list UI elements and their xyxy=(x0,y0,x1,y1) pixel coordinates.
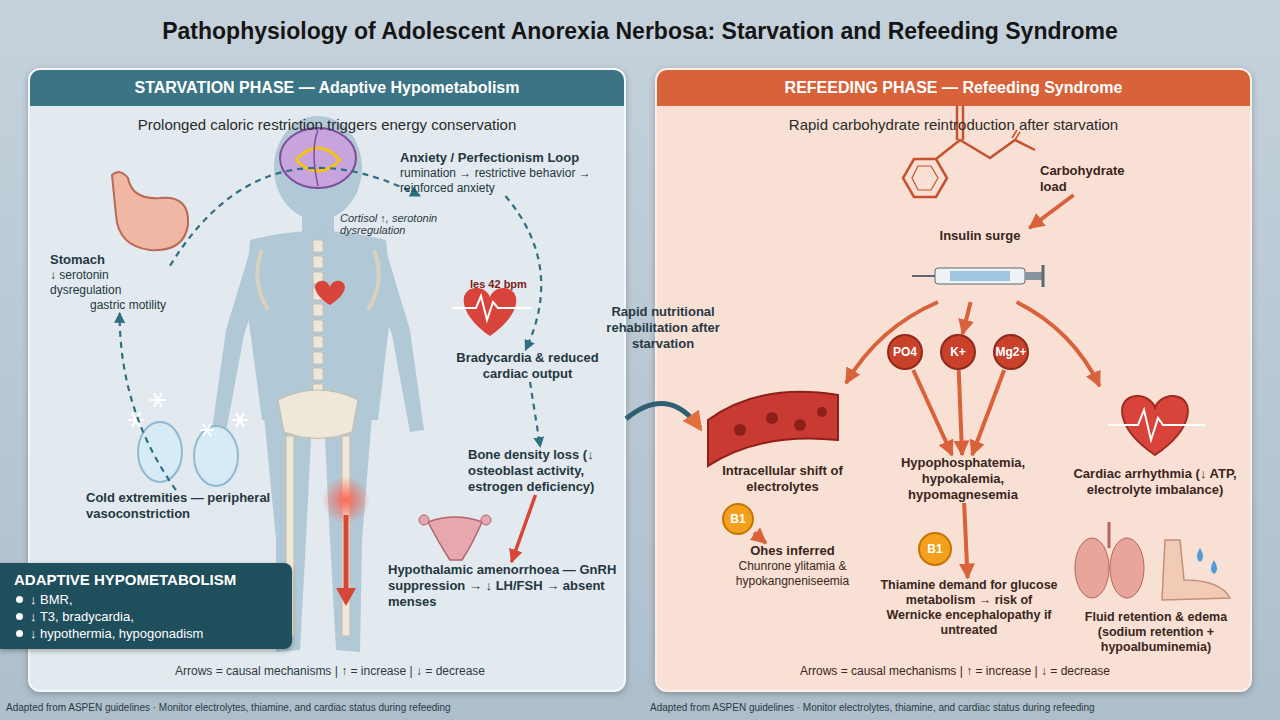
mechanism-label: Hypothalamic amenorrhoea — GnRH suppress… xyxy=(388,562,618,610)
organ-label: Stomach↓ serotonin dysregulationgastric … xyxy=(50,252,170,313)
node-text: Stomach xyxy=(50,252,170,268)
mechanism-label: Bone density loss (↓ osteoblast activity… xyxy=(468,447,620,495)
mechanism-label: Thiamine demand for glucose metabolism →… xyxy=(880,578,1058,638)
node-text: Anxiety / Perfectionism Loop xyxy=(400,150,605,166)
note-label: Adapted from ASPEN guidelines · Monitor … xyxy=(6,702,646,713)
mechanism-label: Cardiac arrhythmia (↓ ATP, electrolyte i… xyxy=(1060,386,1250,498)
summary-box: ADAPTIVE HYPOMETABOLISM ↓ BMR,↓ T3, brady… xyxy=(0,563,292,649)
node-text: Rapid carbohydrate reintroduction after … xyxy=(657,116,1250,133)
electrolyte-circle: PO4 xyxy=(887,334,923,370)
node-text: Fluid retention & edema (sodium retentio… xyxy=(1060,610,1252,655)
node-text: rumination → restrictive behavior → rein… xyxy=(400,166,605,196)
node-text: Carbohydrate load xyxy=(1040,163,1150,195)
mechanism-label: Anxiety / Perfectionism Looprumination →… xyxy=(400,150,605,196)
node-text: B1 xyxy=(927,542,942,556)
node-text: Hypothalamic amenorrhoea — GnRH suppress… xyxy=(388,562,618,610)
node-text: Mg2+ xyxy=(995,345,1026,359)
mechanism-label: Ohes inferredChunrone ylitamia & hypokan… xyxy=(700,543,885,589)
mechanism-label: Hypophosphatemia, hypokalemia, hypomagne… xyxy=(878,455,1048,503)
node-text: Chunrone ylitamia & hypokangneniseemia xyxy=(700,559,885,589)
electrolyte-circle: K+ xyxy=(940,334,976,370)
node-text: ↓ T3, bradycardia, xyxy=(14,608,280,625)
node-text: Thiamine demand for glucose metabolism →… xyxy=(880,578,1058,638)
node-text: Cold extremities — peripheral vasoconstr… xyxy=(86,490,276,522)
node-text: Intracellular shift of electrolytes xyxy=(700,463,865,495)
node-text: Bone density loss (↓ osteoblast activity… xyxy=(468,447,620,495)
note-label: Adapted from ASPEN guidelines · Monitor … xyxy=(650,702,1278,713)
note-label: les 42 bpm xyxy=(470,278,550,290)
node-text: ↓ BMR, xyxy=(14,591,280,608)
node-text: B1 xyxy=(730,512,745,526)
node-text: Cardiac arrhythmia (↓ ATP, electrolyte i… xyxy=(1060,466,1250,498)
node-text: K+ xyxy=(950,345,966,359)
node-text: ↓ serotonin dysregulation xyxy=(50,268,170,298)
note-label: Arrows = causal mechanisms | ↑ = increas… xyxy=(60,664,600,678)
diagram-title: Pathophysiology of Adolescent Anorexia N… xyxy=(0,18,1280,45)
mechanism-label: Fluid retention & edema (sodium retentio… xyxy=(1060,610,1252,655)
node-text: ADAPTIVE HYPOMETABOLISM xyxy=(14,571,280,588)
node-text: Insulin surge xyxy=(910,228,1050,244)
vitamin-circle: B1 xyxy=(722,503,754,535)
mechanism-label: Carbohydrate load xyxy=(1040,163,1150,195)
node-text: gastric motility xyxy=(50,298,170,313)
node-text: Ohes inferred xyxy=(700,543,885,559)
node-text: Bradycardia & reduced cardiac output xyxy=(440,350,615,382)
mechanism-label: Insulin surge xyxy=(910,228,1050,302)
node-text: ↓ hypothermia, hypogonadism xyxy=(14,625,280,642)
edge-label: Rapid nutritional rehabilitation after s… xyxy=(581,304,746,352)
note-label: Arrows = causal mechanisms | ↑ = increas… xyxy=(685,664,1225,678)
node-text: Hypophosphatemia, hypokalemia, hypomagne… xyxy=(878,455,1048,503)
electrolyte-circle: Mg2+ xyxy=(993,334,1029,370)
phase-panel: REFEEDING PHASE — Refeeding SyndromeRapi… xyxy=(655,68,1252,692)
mechanism-label: Cold extremities — peripheral vasoconstr… xyxy=(86,490,276,522)
mechanism-label: Intracellular shift of electrolytes xyxy=(700,383,865,495)
note-label: Cortisol ↑, serotonin dysregulation xyxy=(340,212,490,236)
mechanism-label: Bradycardia & reduced cardiac output xyxy=(440,350,615,382)
node-text: REFEEDING PHASE — Refeeding Syndrome xyxy=(657,70,1250,106)
node-text: STARVATION PHASE — Adaptive Hypometaboli… xyxy=(30,70,624,106)
node-text: PO4 xyxy=(893,345,917,359)
node-text: Prolonged caloric restriction triggers e… xyxy=(30,116,624,133)
vitamin-circle: B1 xyxy=(918,532,952,566)
